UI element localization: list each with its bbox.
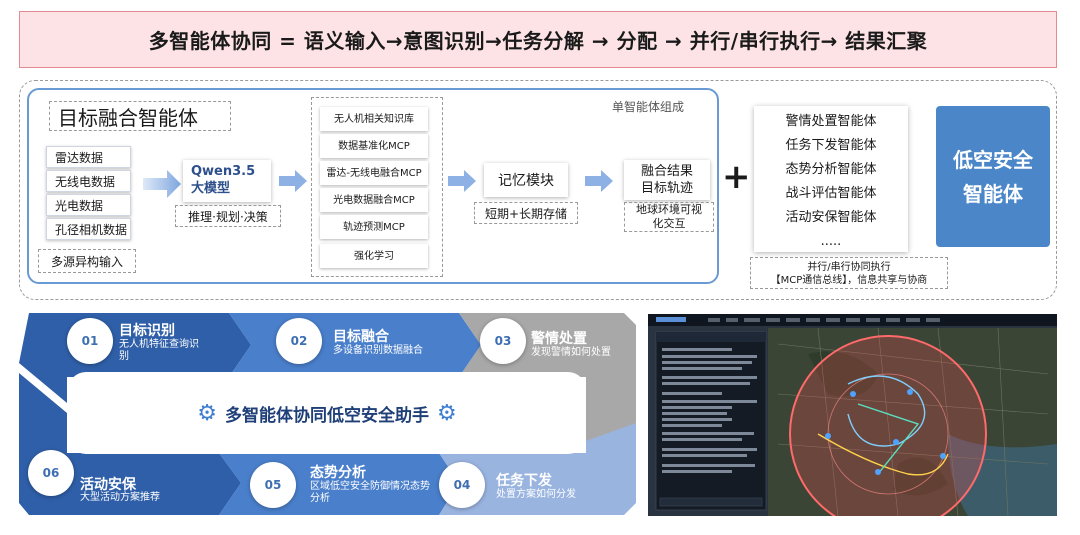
platform-screenshot	[648, 314, 1057, 516]
gear-icon: ⚙	[437, 400, 457, 426]
arrow-right-icon	[143, 170, 181, 198]
step-sub-03: 发现警情如何处置	[531, 347, 611, 358]
step-sub-01: 无人机特征查询识别	[119, 339, 199, 362]
security-line1: 低空安全	[953, 147, 1033, 172]
agent-item: 态势分析智能体	[785, 162, 877, 177]
agent-item: 活动安保智能体	[785, 210, 877, 225]
fusion-caption: 地球环境可视化交互	[624, 202, 714, 232]
fusion-result-box: 融合结果目标轨迹	[624, 160, 710, 200]
arrow-right-icon	[448, 170, 476, 192]
architecture-container	[19, 80, 1057, 300]
step-title-05: 态势分析	[310, 465, 366, 481]
step-title-06: 活动安保	[80, 477, 136, 493]
bus-line1: 并行/串行协同执行	[807, 262, 891, 273]
workflow-banner: 多智能体协同 = 语义输入→意图识别→任务分解 → 分配 → 并行/串行执行→ …	[19, 11, 1057, 68]
bus-line2: 【MCP通信总线】，信息共享与协商	[770, 275, 928, 286]
step-number-01: 01	[67, 318, 113, 364]
agent-item: .....	[820, 234, 842, 249]
step-number-06: 06	[28, 450, 74, 496]
step-title-03: 警情处置	[531, 331, 587, 347]
step-title-01: 目标识别	[119, 323, 175, 339]
panel-title: 目标融合智能体	[49, 101, 231, 131]
model-sub: 大模型	[191, 181, 231, 196]
mcp-item: 无人机相关知识库	[320, 107, 428, 131]
mcp-bus-caption: 并行/串行协同执行 【MCP通信总线】，信息共享与协商	[750, 257, 948, 289]
step-title-04: 任务下发	[496, 473, 552, 489]
model-caption: 推理·规划·决策	[175, 205, 281, 227]
map-illustration	[648, 314, 1057, 516]
agent-item: 任务下发智能体	[785, 138, 877, 153]
gear-icon: ⚙	[197, 400, 217, 426]
mcp-item: 轨迹预测MCP	[320, 215, 428, 239]
input-electro-optical: 光电数据	[46, 194, 131, 216]
step-sub-04: 处置方案如何分发	[496, 489, 576, 500]
fusion-line1: 融合结果	[640, 164, 693, 179]
assistant-title: 多智能体协同低空安全助手	[225, 405, 429, 426]
step-number-03: 03	[480, 318, 526, 364]
low-altitude-security-agent: 低空安全智能体	[936, 106, 1050, 247]
single-agent-label: 单智能体组成	[612, 100, 685, 114]
arrow-right-icon	[585, 170, 613, 192]
step-number-04: 04	[439, 462, 485, 508]
mcp-item: 雷达-无线电融合MCP	[320, 161, 428, 185]
agents-list: 警情处置智能体 任务下发智能体 态势分析智能体 战斗评估智能体 活动安保智能体 …	[754, 106, 908, 252]
step-title-02: 目标融合	[333, 329, 389, 345]
input-aperture-camera: 孔径相机数据	[46, 218, 131, 240]
cycle-segment-06	[19, 373, 241, 515]
input-radar: 雷达数据	[46, 146, 131, 168]
model-name: Qwen3.5	[191, 164, 256, 179]
cycle-segment-04	[439, 423, 636, 515]
mcp-group	[311, 97, 443, 277]
step-sub-05: 区域低空安全防御情况态势分析	[310, 481, 430, 504]
mcp-item: 光电数据融合MCP	[320, 188, 428, 212]
agent-item: 警情处置智能体	[785, 114, 877, 129]
qwen-model-box: Qwen3.5 大模型	[183, 160, 271, 202]
security-line2: 智能体	[963, 181, 1023, 206]
inputs-caption: 多源异构输入	[38, 249, 136, 273]
mcp-item: 数据基准化MCP	[320, 134, 428, 158]
agent-item: 战斗评估智能体	[785, 186, 877, 201]
arrow-right-icon	[279, 170, 307, 192]
step-number-02: 02	[276, 318, 322, 364]
fusion-line2: 目标轨迹	[640, 181, 693, 196]
plus-sign: +	[722, 157, 751, 197]
assistant-center-box: ⚙ 多智能体协同低空安全助手 ⚙	[68, 372, 586, 454]
memory-caption: 短期+长期存储	[474, 202, 578, 224]
memory-module-box: 记忆模块	[484, 163, 568, 197]
step-number-05: 05	[250, 462, 296, 508]
input-radio: 无线电数据	[46, 170, 131, 192]
mcp-item: 强化学习	[320, 244, 428, 268]
step-sub-02: 多设备识别数据融合	[333, 345, 423, 356]
step-sub-06: 大型活动方案推荐	[80, 492, 160, 503]
